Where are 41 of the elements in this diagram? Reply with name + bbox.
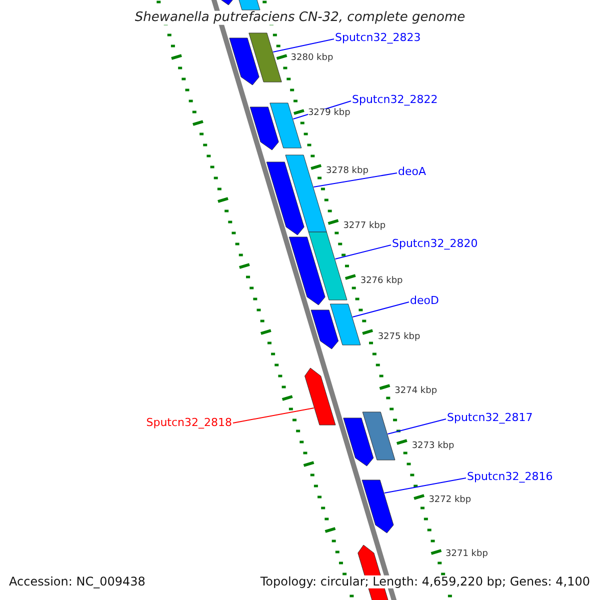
- gene-feature: [362, 480, 394, 534]
- gene-feature: [304, 368, 336, 426]
- gene-feature: [229, 38, 260, 86]
- gene-feature: [250, 106, 279, 150]
- tick-label: 3274 kbp: [394, 387, 438, 397]
- gene-feature: [362, 412, 396, 460]
- leader-line: [313, 172, 398, 188]
- gene-feature: [248, 32, 282, 82]
- title: Shewanella putrefaciens CN-32, complete genome: [132, 10, 468, 26]
- leader-line: [384, 478, 466, 494]
- gene-label: Sputcn32_2822: [352, 94, 438, 106]
- gene-feature: [310, 310, 339, 350]
- gene-label: Sputcn32_2820: [392, 238, 478, 250]
- summary-text: Topology: circular; Length: 4,659,220 bp; Genes: 4,100: [260, 575, 590, 589]
- accession-text: Accession: NC_009438: [9, 575, 146, 589]
- gene-label: Sputcn32_2816: [467, 470, 553, 484]
- gene-feature: [330, 304, 361, 346]
- gene-feature: [343, 418, 374, 466]
- tick-label: 3273 kbp: [412, 442, 454, 452]
- tick-label: 3280 kbp: [290, 54, 334, 64]
- gene-feature: [266, 162, 304, 236]
- leader-line: [272, 38, 334, 52]
- gene-label: Sputcn32_2818: [146, 416, 232, 430]
- leader-line: [232, 408, 314, 424]
- tick-label: 3277 kbp: [343, 222, 386, 232]
- gene-label: deoA: [398, 166, 426, 178]
- gene-feature: [285, 154, 327, 232]
- leader-line: [352, 302, 410, 318]
- tick-label: 3272 kbp: [428, 496, 472, 506]
- tick-label: 3278 kbp: [326, 167, 368, 177]
- tick-label: 3279 kbp: [308, 109, 350, 119]
- tick-label: 3275 kbp: [378, 333, 420, 343]
- gene-label: Sputcn32_2817: [447, 412, 533, 424]
- leader-line: [387, 418, 446, 434]
- gene-label: deoD: [410, 294, 439, 308]
- tick-label: 3271 kbp: [446, 550, 488, 560]
- gene-feature: [270, 102, 302, 148]
- gene-label: Sputcn32_2823: [335, 32, 421, 44]
- tick-label: 3276 kbp: [360, 277, 403, 287]
- gene-feature: [308, 232, 348, 300]
- gene-feature: [288, 236, 326, 306]
